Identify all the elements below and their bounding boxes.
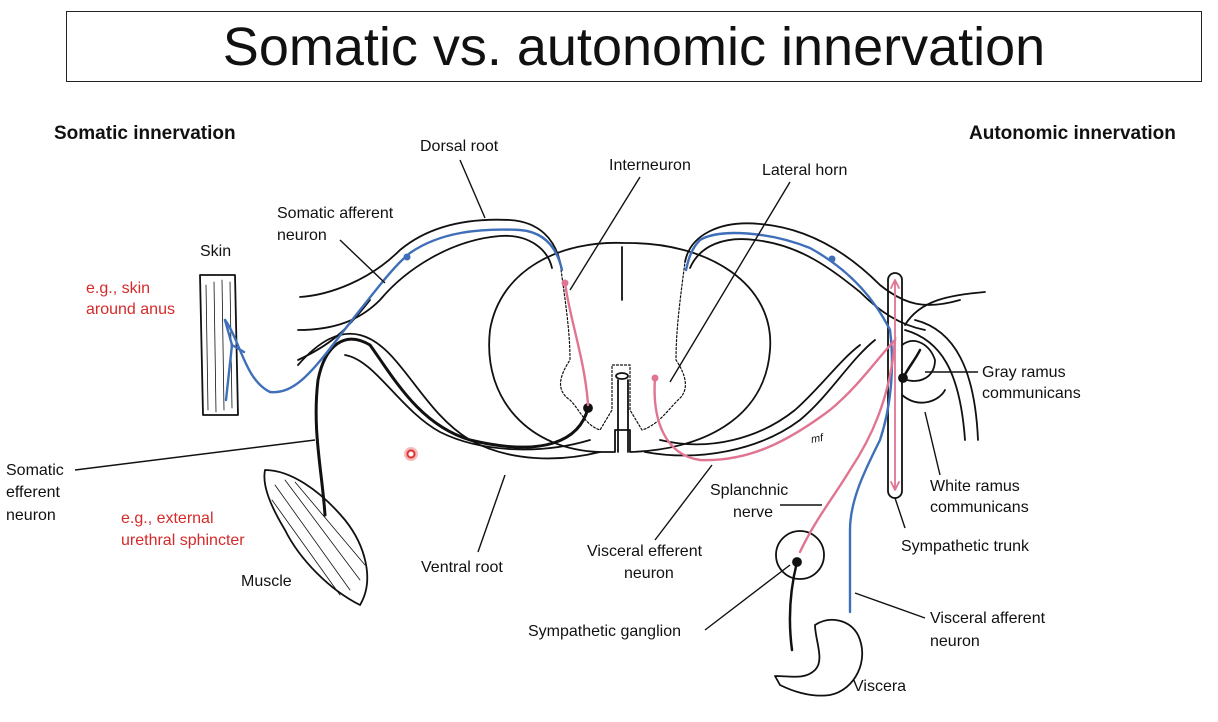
label-muscle-example-2: urethral sphincter xyxy=(121,532,245,549)
gray-ramus-neuron xyxy=(901,348,922,380)
label-somatic-efferent-3: neuron xyxy=(6,507,56,524)
gray-ramus xyxy=(901,340,936,382)
label-gray-ramus-1: Gray ramus xyxy=(982,364,1066,381)
label-visceral-afferent-1: Visceral afferent xyxy=(930,610,1046,627)
title-box: Somatic vs. autonomic innervation xyxy=(66,11,1202,82)
leader-ventral-root xyxy=(477,474,506,553)
slide-title: Somatic vs. autonomic innervation xyxy=(222,17,1046,77)
interneuron xyxy=(563,281,590,407)
leader-somatic-afferent xyxy=(339,239,386,284)
right-ventral-root-inner xyxy=(659,344,861,446)
leader-sympathetic-ganglion xyxy=(704,564,791,631)
label-sympathetic-trunk: Sympathetic trunk xyxy=(901,538,1030,555)
right-ventral-root-outer xyxy=(644,339,876,457)
left-dorsal-root-upper xyxy=(299,218,561,298)
gray-matter xyxy=(559,261,686,431)
label-gray-ramus-2: communicans xyxy=(982,385,1081,402)
label-viscera: Viscera xyxy=(853,678,907,695)
label-muscle: Muscle xyxy=(241,573,292,590)
median-fissure xyxy=(617,246,629,453)
label-splanchnic-1: Splanchnic xyxy=(710,482,789,499)
right-dorsal-root-lower xyxy=(689,238,926,331)
viscera-stomach xyxy=(774,618,863,697)
label-lateral-horn: Lateral horn xyxy=(762,162,848,179)
label-ventral-root: Ventral root xyxy=(421,559,503,576)
autonomic-innervation-header: Autonomic innervation xyxy=(969,123,1176,144)
right-spinal-nerve xyxy=(904,329,966,441)
pointer-cursor xyxy=(404,447,418,461)
spinal-cord-outline xyxy=(488,241,772,453)
left-ventral-root-inner xyxy=(344,354,591,451)
left-dorsal-root-lower xyxy=(297,235,553,331)
label-splanchnic-2: nerve xyxy=(733,504,774,521)
muscle-tissue xyxy=(263,469,369,606)
leader-white-ramus xyxy=(924,411,941,476)
leader-visceral-afferent xyxy=(854,592,926,619)
label-visceral-efferent-2: neuron xyxy=(624,565,674,582)
leader-dorsal-root xyxy=(459,159,486,219)
right-dorsal-root-upper xyxy=(684,222,961,306)
skin-tissue xyxy=(199,274,239,416)
somatic-efferent-neuron xyxy=(314,337,590,517)
postganglionic-fiber xyxy=(788,560,799,652)
label-muscle-example-1: e.g., external xyxy=(121,510,214,527)
central-canal xyxy=(615,372,629,380)
label-interneuron: Interneuron xyxy=(609,157,691,174)
leader-somatic-efferent xyxy=(74,439,316,471)
sympathetic-ganglion xyxy=(775,530,825,580)
label-sympathetic-ganglion: Sympathetic ganglion xyxy=(528,623,681,640)
white-ramus xyxy=(901,389,946,404)
label-somatic-afferent-2: neuron xyxy=(277,227,327,244)
label-skin: Skin xyxy=(200,243,232,260)
leader-lateral-horn xyxy=(669,181,791,383)
label-somatic-efferent-2: efferent xyxy=(6,484,60,501)
left-ventral-root-outer xyxy=(297,332,601,460)
label-somatic-efferent-1: Somatic xyxy=(6,462,64,479)
label-somatic-afferent-1: Somatic afferent xyxy=(277,205,394,222)
label-white-ramus-2: communicans xyxy=(930,499,1029,516)
label-visceral-afferent-2: neuron xyxy=(930,633,980,650)
dorsal-ramus xyxy=(904,291,986,326)
leader-sympathetic-trunk xyxy=(894,497,906,529)
visceral-efferent-neuron xyxy=(653,336,897,554)
leader-visceral-efferent xyxy=(654,464,713,541)
label-white-ramus-1: White ramus xyxy=(930,478,1020,495)
label-dorsal-root: Dorsal root xyxy=(420,138,499,155)
leader-interneuron xyxy=(569,176,641,291)
right-spinal-nerve-2 xyxy=(914,319,979,441)
label-skin-example-2: around anus xyxy=(86,301,175,318)
label-skin-example-1: e.g., skin xyxy=(86,280,151,297)
visceral-afferent-neuron xyxy=(684,231,894,614)
somatic-afferent-neuron xyxy=(223,228,564,394)
somatic-innervation-header: Somatic innervation xyxy=(54,123,236,144)
label-visceral-efferent-1: Visceral efferent xyxy=(587,543,703,560)
